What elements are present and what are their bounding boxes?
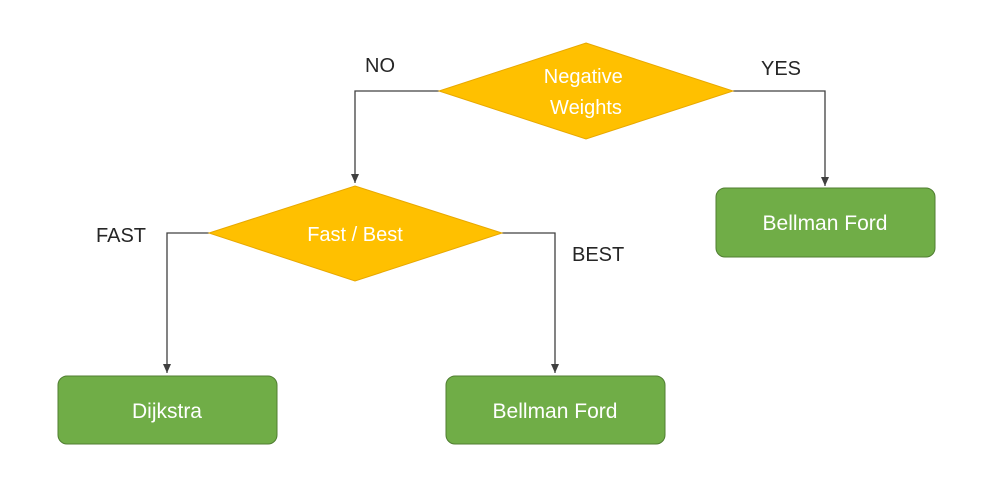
connector-yes bbox=[733, 90, 829, 186]
edge-label-fast: FAST bbox=[96, 225, 146, 247]
decision-fast-best: Fast / Best bbox=[207, 185, 504, 282]
result-yes-bellman-ford-label: Bellman Ford bbox=[763, 212, 888, 235]
decision-fast-best-label: Fast / Best bbox=[307, 224, 403, 246]
decision-negative-weights-line-2: Weights bbox=[550, 97, 622, 119]
result-best-bellman-ford: Bellman Ford bbox=[445, 375, 666, 445]
result-best-bellman-ford-box bbox=[445, 375, 666, 445]
svg-text:Negative Weights: Negative Weights bbox=[544, 66, 629, 119]
result-fast-dijkstra: Dijkstra bbox=[57, 375, 278, 445]
decision-negative-weights-shape bbox=[437, 42, 735, 140]
result-fast-dijkstra-box bbox=[57, 375, 278, 445]
result-yes-bellman-ford: Bellman Ford bbox=[715, 187, 936, 258]
edge-label-best: BEST bbox=[572, 244, 624, 266]
edge-label-no: NO bbox=[365, 55, 395, 77]
edge-label-yes: YES bbox=[761, 58, 801, 80]
result-fast-dijkstra-label: Dijkstra bbox=[132, 400, 202, 423]
decision-fast-best-shape bbox=[207, 185, 504, 282]
decision-negative-weights-line-1: Negative bbox=[544, 66, 623, 88]
connector-fast bbox=[163, 232, 209, 373]
result-yes-bellman-ford-box bbox=[715, 187, 936, 258]
connector-best bbox=[502, 232, 559, 373]
connectors bbox=[163, 90, 829, 373]
result-best-bellman-ford-label: Bellman Ford bbox=[493, 400, 618, 423]
decision-negative-weights: Negative Weights bbox=[437, 42, 735, 140]
connector-no bbox=[351, 90, 439, 183]
